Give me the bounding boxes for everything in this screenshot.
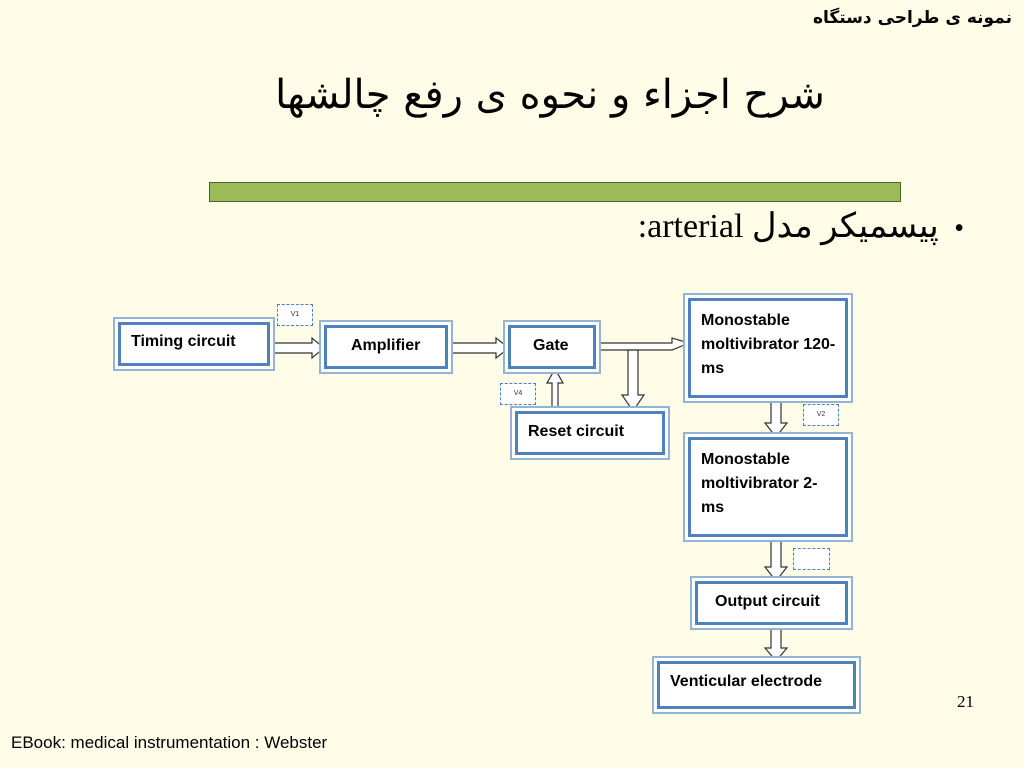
reset-circuit-label: Reset circuit (528, 423, 625, 440)
timing-circuit-label: Timing circuit (131, 333, 236, 350)
bullet-text-en: arterial (647, 208, 744, 245)
gate-box: Gate (508, 325, 596, 369)
indicator-v2-label: V2 (816, 411, 826, 418)
ventricular-electrode-box: Venticular electrode (657, 661, 856, 709)
slide-title: شرح اجزاء و نحوه ی رفع چالشها (275, 72, 825, 118)
arrow-timing-amplifier (269, 336, 325, 360)
bullet-suffix: : (637, 208, 648, 245)
ventricular-electrode-label: Venticular electrode (670, 673, 823, 690)
page-number: 21 (957, 692, 974, 711)
monostable-2ms-label: Monostable moltivibrator 2-ms (701, 451, 818, 516)
amplifier-box: Amplifier (324, 325, 448, 369)
decorative-bar (209, 182, 901, 202)
indicator-blank (793, 548, 830, 570)
arrow-mono1-mono2 (763, 396, 789, 438)
output-circuit-box: Output circuit (695, 581, 848, 625)
footer-note: EBook: medical instrumentation : Webster (11, 733, 328, 752)
indicator-v1-label: V1 (290, 311, 300, 318)
monostable-120ms-box: Monostable moltivibrator 120-ms (688, 298, 848, 398)
header-label: نمونه ی طراحی دستگاه (812, 8, 1012, 28)
indicator-v4-label: V4 (513, 390, 523, 397)
gate-label: Gate (533, 337, 569, 354)
bullet-item: • پیسمیکر مدل arterial: (638, 206, 964, 246)
indicator-v4: V4 (500, 383, 536, 405)
arrow-reset-gate (545, 367, 565, 412)
bullet-text-fa: پیسمیکر مدل (751, 208, 939, 245)
arrow-gate-reset (620, 349, 646, 413)
arrow-gate-mono1 (595, 337, 691, 351)
output-circuit-label: Output circuit (715, 593, 820, 610)
arrow-output-electrode (763, 623, 789, 662)
bullet-icon: • (947, 213, 964, 244)
timing-circuit-box: Timing circuit (118, 322, 270, 366)
monostable-2ms-box: Monostable moltivibrator 2-ms (688, 437, 848, 537)
monostable-120ms-label: Monostable moltivibrator 120-ms (701, 312, 836, 377)
indicator-v1: V1 (277, 304, 313, 326)
amplifier-label: Amplifier (351, 337, 421, 354)
arrow-amplifier-gate (447, 336, 510, 360)
reset-circuit-box: Reset circuit (515, 411, 665, 455)
indicator-v2: V2 (803, 404, 839, 426)
arrow-mono2-output (763, 539, 789, 582)
